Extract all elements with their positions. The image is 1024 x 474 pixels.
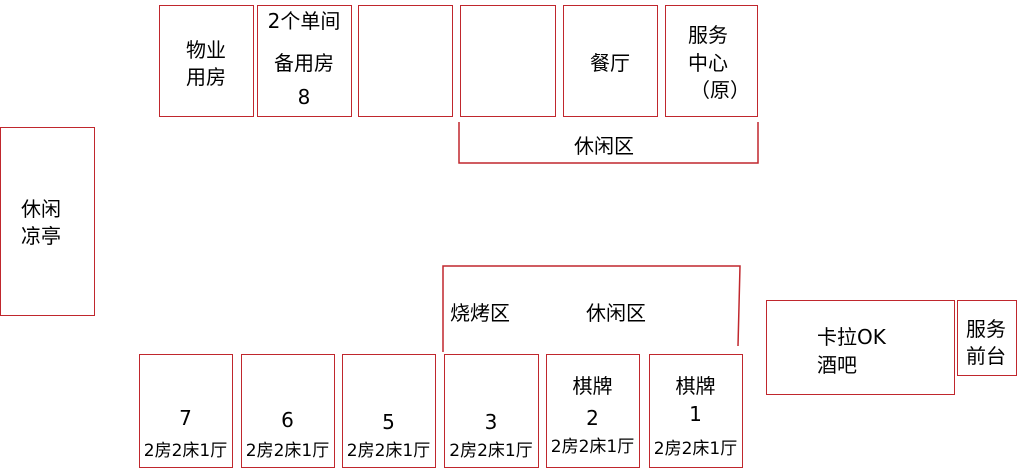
karaoke-line1: 卡拉OK <box>817 325 886 349</box>
unit-number: 2 <box>586 406 599 430</box>
pavilion-line2: 凉亭 <box>21 224 61 248</box>
spare-room[interactable]: 2个单间 备用房 8 <box>257 5 352 117</box>
empty-room-b[interactable] <box>460 5 556 117</box>
pavilion-line1: 休闲 <box>21 197 61 221</box>
service-center-line2: 中心 <box>688 51 728 75</box>
unit-number: 7 <box>179 406 192 430</box>
spare-room-line1: 2个单间 <box>267 9 341 33</box>
unit-3[interactable]: 3 2房2床1厅 <box>444 354 539 468</box>
service-front-desk[interactable]: 服务 前台 <box>957 300 1017 376</box>
restaurant-label: 餐厅 <box>590 51 630 75</box>
unit-type: 2房2床1厅 <box>143 441 228 461</box>
bbq-area-label: 烧烤区 <box>450 301 510 325</box>
property-room-line2: 用房 <box>186 65 226 89</box>
spare-room-line2: 备用房 <box>274 51 334 75</box>
unit-chess-label: 棋牌 <box>572 374 613 398</box>
bbq-leisure-label: 休闲区 <box>586 301 646 325</box>
front-desk-line2: 前台 <box>966 344 1006 368</box>
leisure-pavilion[interactable]: 休闲 凉亭 <box>0 127 95 316</box>
unit-type: 2房2床1厅 <box>346 441 431 461</box>
restaurant[interactable]: 餐厅 <box>563 5 658 117</box>
unit-type: 2房2床1厅 <box>550 437 635 457</box>
unit-6[interactable]: 6 2房2床1厅 <box>241 354 335 468</box>
service-center[interactable]: 服务 中心 （原） <box>665 5 758 117</box>
unit-number: 1 <box>689 402 702 426</box>
leisure-area-label: 休闲区 <box>574 134 634 158</box>
service-center-line3: （原） <box>690 78 750 102</box>
unit-7[interactable]: 7 2房2床1厅 <box>139 354 233 468</box>
property-room-line1: 物业 <box>186 38 226 62</box>
unit-number: 6 <box>281 408 294 432</box>
property-room[interactable]: 物业 用房 <box>159 5 254 117</box>
unit-5[interactable]: 5 2房2床1厅 <box>342 354 436 468</box>
unit-chess-2[interactable]: 棋牌 2 2房2床1厅 <box>546 354 640 468</box>
unit-type: 2房2床1厅 <box>245 441 330 461</box>
service-center-line1: 服务 <box>688 23 728 47</box>
karaoke-bar[interactable]: 卡拉OK 酒吧 <box>766 300 955 395</box>
empty-room-a[interactable] <box>358 5 453 117</box>
unit-type: 2房2床1厅 <box>449 441 533 461</box>
karaoke-line2: 酒吧 <box>817 353 857 377</box>
unit-chess-label: 棋牌 <box>675 374 716 398</box>
unit-chess-1[interactable]: 棋牌 1 2房2床1厅 <box>649 354 743 468</box>
unit-number: 5 <box>382 410 395 434</box>
front-desk-line1: 服务 <box>966 317 1006 341</box>
unit-type: 2房2床1厅 <box>653 439 738 459</box>
spare-room-number: 8 <box>297 85 311 109</box>
unit-number: 3 <box>484 410 498 434</box>
